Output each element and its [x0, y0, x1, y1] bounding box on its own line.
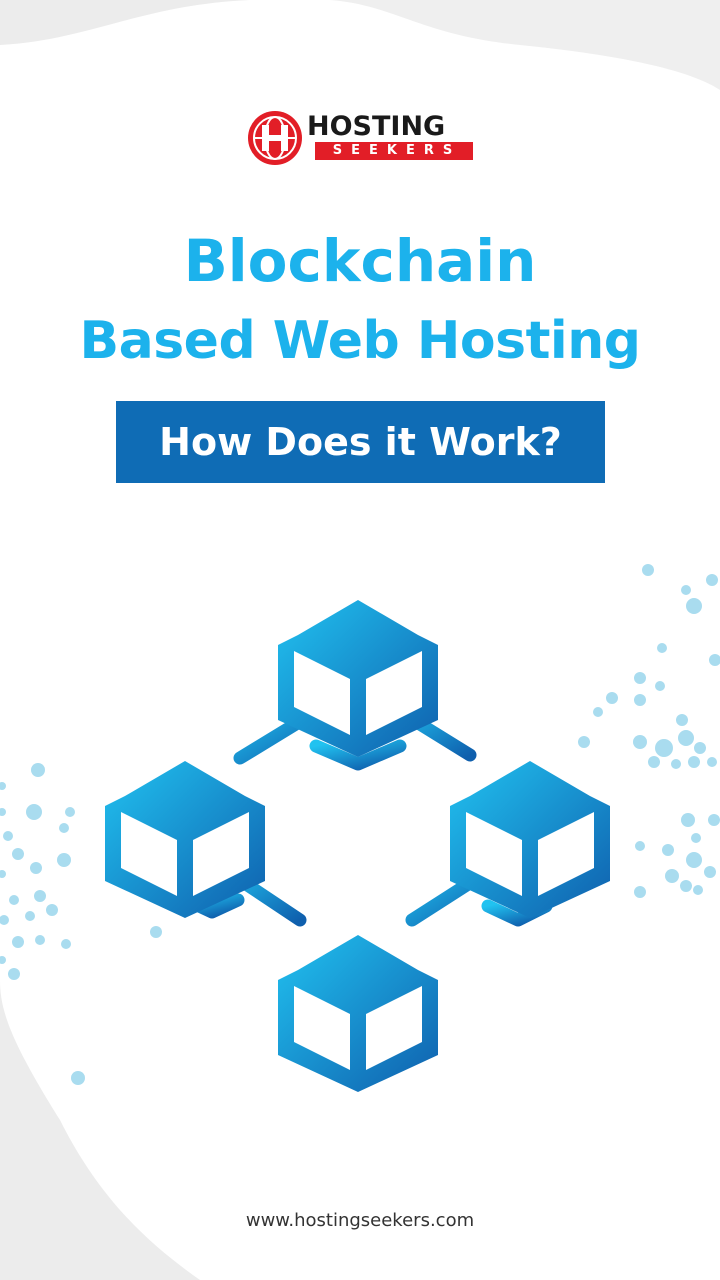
- footer-url[interactable]: www.hostingseekers.com: [245, 1210, 475, 1231]
- globe-h-icon: [248, 111, 302, 165]
- headline-line-2: Based Web Hosting: [79, 311, 642, 371]
- block-right: [450, 761, 610, 918]
- block-top: [278, 600, 438, 757]
- decorative-dots: [0, 564, 720, 1085]
- subheadline-badge: How Does it Work?: [116, 401, 605, 483]
- block-left: [105, 761, 265, 918]
- brand-logo: HOSTING SEEKERS: [245, 108, 477, 168]
- blockchain-network-icon: [0, 564, 720, 1092]
- brand-tagline: SEEKERS: [315, 142, 473, 160]
- brand-name: HOSTING: [307, 111, 446, 142]
- block-bottom: [278, 935, 438, 1092]
- headline-line-1: Blockchain: [183, 227, 537, 295]
